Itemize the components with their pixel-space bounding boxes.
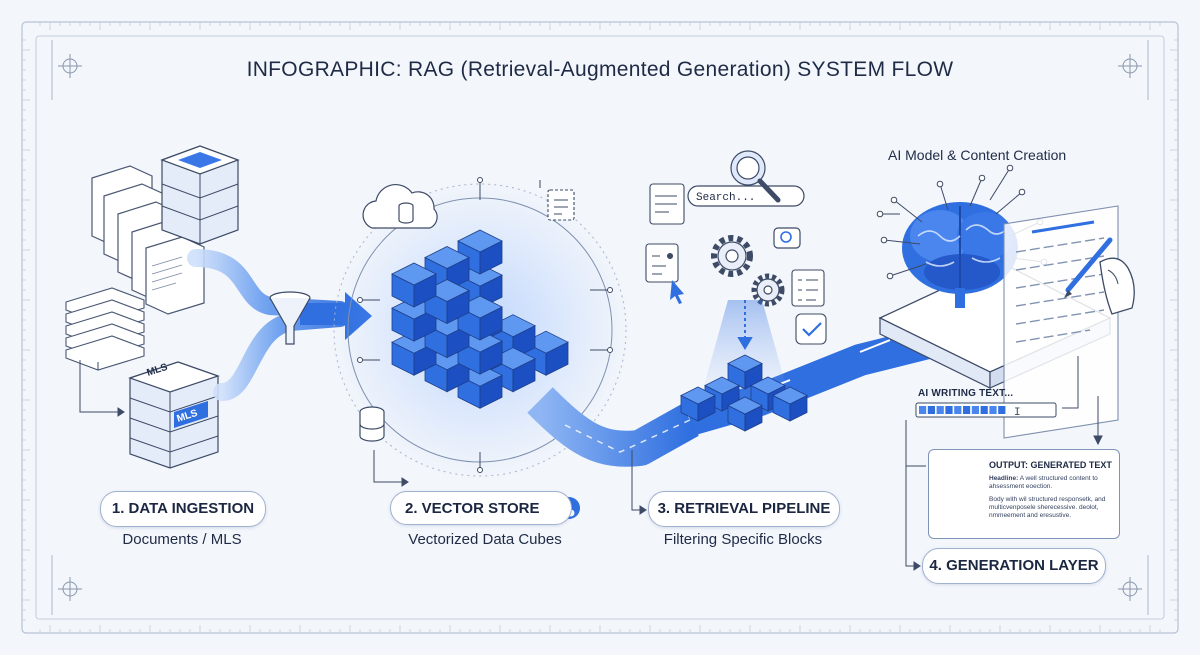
brain-icon: [902, 202, 1018, 308]
document-stack-icon: [91, 165, 205, 315]
output-headline: Headline: A well structured content to a…: [989, 475, 1109, 491]
progress-segment: [989, 406, 997, 414]
circuit-line: [969, 177, 983, 207]
search-field-text: Search...: [696, 192, 755, 204]
paper-stack-icon: [65, 287, 145, 371]
search-icon: [687, 150, 805, 249]
progress-bar-fill: [919, 406, 1006, 414]
cube-face: [750, 376, 786, 395]
stage-4-label: 4. GENERATION LAYER: [922, 548, 1106, 584]
stage-3-label: 3. RETRIEVAL PIPELINE: [648, 491, 840, 527]
ruler-ticks: [22, 22, 1178, 633]
progress-segment: [954, 406, 962, 414]
progress-segment: [919, 406, 927, 414]
circuit-line: [893, 199, 923, 223]
crosshair-marks: [58, 54, 1142, 601]
output-title: OUTPUT: GENERATED TEXT: [989, 460, 1112, 470]
ingestion-arrows: [79, 360, 125, 417]
stage-1-caption: Documents / MLS: [122, 531, 242, 548]
top-server-icon: [160, 145, 240, 245]
stage2-connectors: [373, 180, 541, 487]
progress-segment: [936, 406, 944, 414]
output-body: Body with wil structured responsetk, and…: [989, 496, 1106, 519]
circuit-line: [939, 183, 949, 211]
circuit-node: [880, 236, 888, 244]
connector-node: [477, 467, 483, 473]
cube-face: [772, 386, 808, 405]
circuit-node: [978, 174, 986, 182]
retrieval-flow: [527, 324, 944, 467]
cube-face: [680, 386, 716, 405]
connector-node: [357, 357, 363, 363]
circuit-node: [890, 196, 898, 204]
progress-segment: [945, 406, 953, 414]
connector-node: [357, 297, 363, 303]
circuit-line: [889, 263, 927, 277]
circuit-node: [886, 272, 894, 280]
stage-3-caption: Filtering Specific Blocks: [663, 531, 823, 548]
cube-face: [727, 396, 763, 415]
cube-face: [391, 262, 437, 286]
document-icon: [547, 189, 575, 221]
progress-segment: [963, 406, 971, 414]
page-title: INFOGRAPHIC: RAG (Retrieval-Augmented Ge…: [246, 58, 954, 81]
gear-icon: [711, 235, 785, 307]
stage4-connectors: [905, 356, 1103, 571]
circuit-line: [995, 191, 1023, 215]
cube-face: [424, 246, 470, 269]
connector-node: [607, 347, 613, 353]
progress-segment: [927, 406, 935, 414]
cloud-database-icon: [362, 183, 438, 229]
output-card: OUTPUT: GENERATED TEXT Headline: A well …: [928, 449, 1120, 539]
cube-face: [457, 229, 503, 253]
retrieval-arrow: [737, 300, 753, 350]
circuit-node: [1006, 164, 1014, 172]
progress-segment: [998, 406, 1006, 414]
funnel-icon: [269, 291, 311, 345]
stage-1-label: 1. DATA INGESTION: [100, 491, 266, 527]
cube-face: [704, 376, 740, 395]
output-headline-text: A well structured content to ahsessment …: [989, 475, 1098, 490]
text-cursor-glyph: I: [1014, 407, 1021, 419]
stage3-connectors: [631, 450, 647, 515]
cube-face: [727, 354, 763, 373]
robot-hand-pen-icon: [1064, 237, 1135, 315]
circuit-node: [876, 210, 884, 218]
ai-model-title: AI Model & Content Creation: [888, 147, 1067, 163]
database-icon: [359, 406, 385, 442]
progress-segment: [971, 406, 979, 414]
circuit-node: [936, 180, 944, 188]
circuit-line: [989, 167, 1011, 201]
retrieval-beam: [700, 300, 790, 400]
progress-segment: [980, 406, 988, 414]
vector-cube-grid: [357, 177, 613, 473]
circuit-node: [1018, 188, 1026, 196]
stage-2-label: 2. VECTOR STORE: [390, 491, 572, 525]
cursor-icon: [670, 280, 684, 304]
checklist-icon: [791, 269, 827, 345]
stage-2-caption: Vectorized Data Cubes: [408, 531, 562, 548]
connector-node: [477, 177, 483, 183]
browser-window-icon: [645, 183, 685, 283]
circuit-line: [883, 239, 921, 245]
server-icon: [128, 361, 220, 469]
connector-node: [607, 287, 613, 293]
output-headline-label: Headline:: [989, 475, 1019, 482]
retrieved-cube-cluster: [680, 354, 808, 432]
writing-status: AI WRITING TEXT...: [918, 388, 1014, 399]
